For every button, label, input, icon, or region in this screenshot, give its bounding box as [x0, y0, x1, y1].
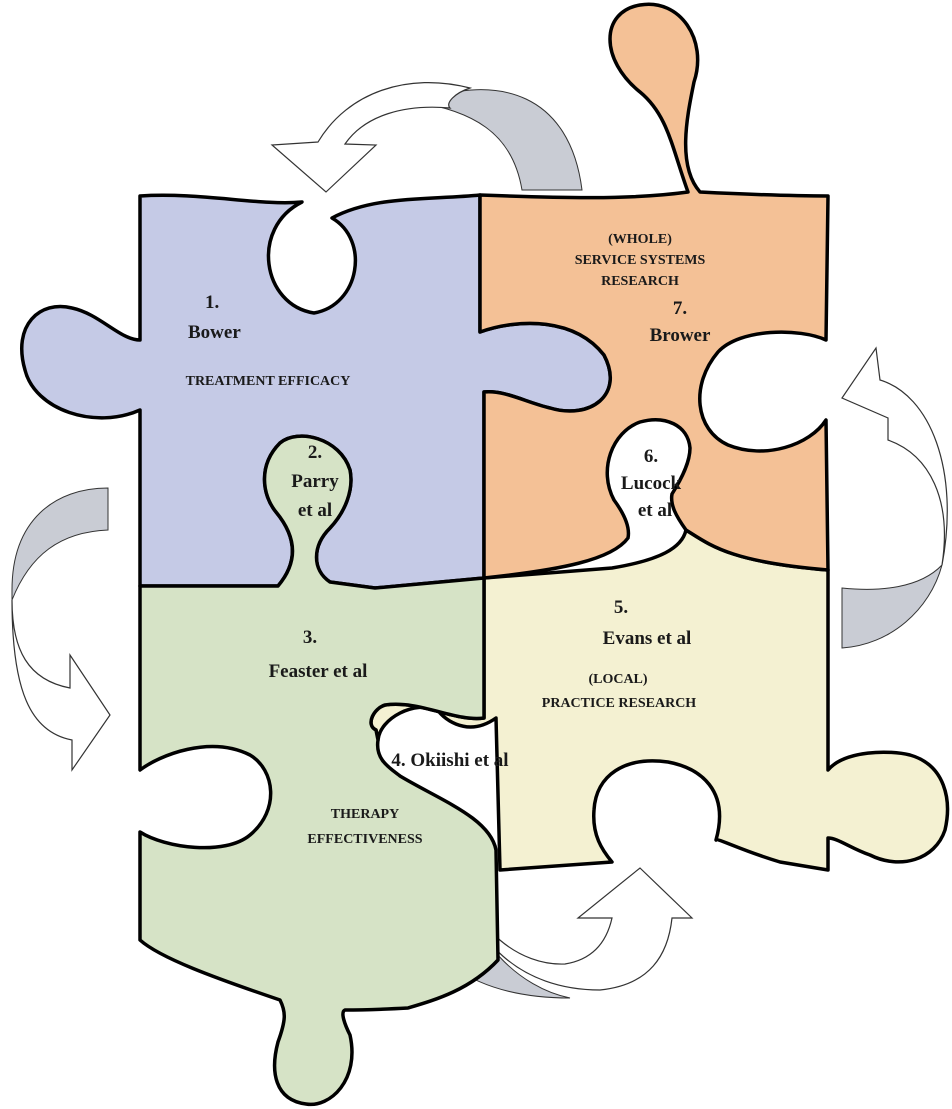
left-arrow-shaded-band — [11, 487, 109, 601]
top-arrow-outline — [270, 82, 473, 193]
piece-6-author-line1: Lucock — [621, 473, 682, 494]
piece-1-author: Bower — [188, 322, 241, 343]
right-arrow — [841, 346, 948, 649]
left-arrow-outline — [11, 599, 111, 772]
piece-6-author-line2: et al — [638, 500, 672, 521]
piece-2-author-line2: et al — [298, 500, 332, 521]
top-arrow-shaded-band — [416, 89, 583, 191]
piece-2-author-line1: Parry — [291, 471, 339, 492]
right-arrow-shaded-band — [841, 564, 943, 649]
piece-7-caption-line3: RESEARCH — [601, 274, 679, 289]
piece-7-caption-line2: SERVICE SYSTEMS — [575, 253, 706, 268]
piece-5-caption-line2: PRACTICE RESEARCH — [542, 696, 697, 711]
piece-7-number: 7. — [673, 298, 687, 319]
piece-3-number: 3. — [303, 627, 317, 648]
piece-3-caption-line1: THERAPY — [331, 807, 399, 822]
bottom-arrow-outline — [457, 867, 694, 991]
piece-5-number: 5. — [614, 597, 628, 618]
piece-5-author: Evans et al — [603, 628, 692, 649]
puzzle-piece-therapy-effectiveness — [138, 434, 500, 1107]
puzzle-piece-practice-research — [369, 528, 950, 872]
left-arrow — [11, 487, 111, 772]
piece-4-label: 4. Okiishi et al — [391, 750, 508, 771]
piece-6-number: 6. — [644, 446, 658, 467]
piece-5-caption-line1: (LOCAL) — [588, 672, 647, 687]
piece-2-number: 2. — [308, 442, 322, 463]
piece-3-caption-line2: EFFECTIVENESS — [307, 832, 422, 847]
piece-1-caption: TREATMENT EFFICACY — [186, 374, 351, 389]
piece-3-author: Feaster et al — [269, 661, 368, 682]
right-arrow-outline — [841, 346, 948, 566]
piece-7-caption-line1: (WHOLE) — [608, 232, 672, 247]
top-arrow — [270, 82, 583, 193]
piece-7-author: Brower — [650, 325, 711, 346]
puzzle-piece-service-systems — [478, 2, 830, 580]
piece-1-number: 1. — [205, 292, 219, 313]
